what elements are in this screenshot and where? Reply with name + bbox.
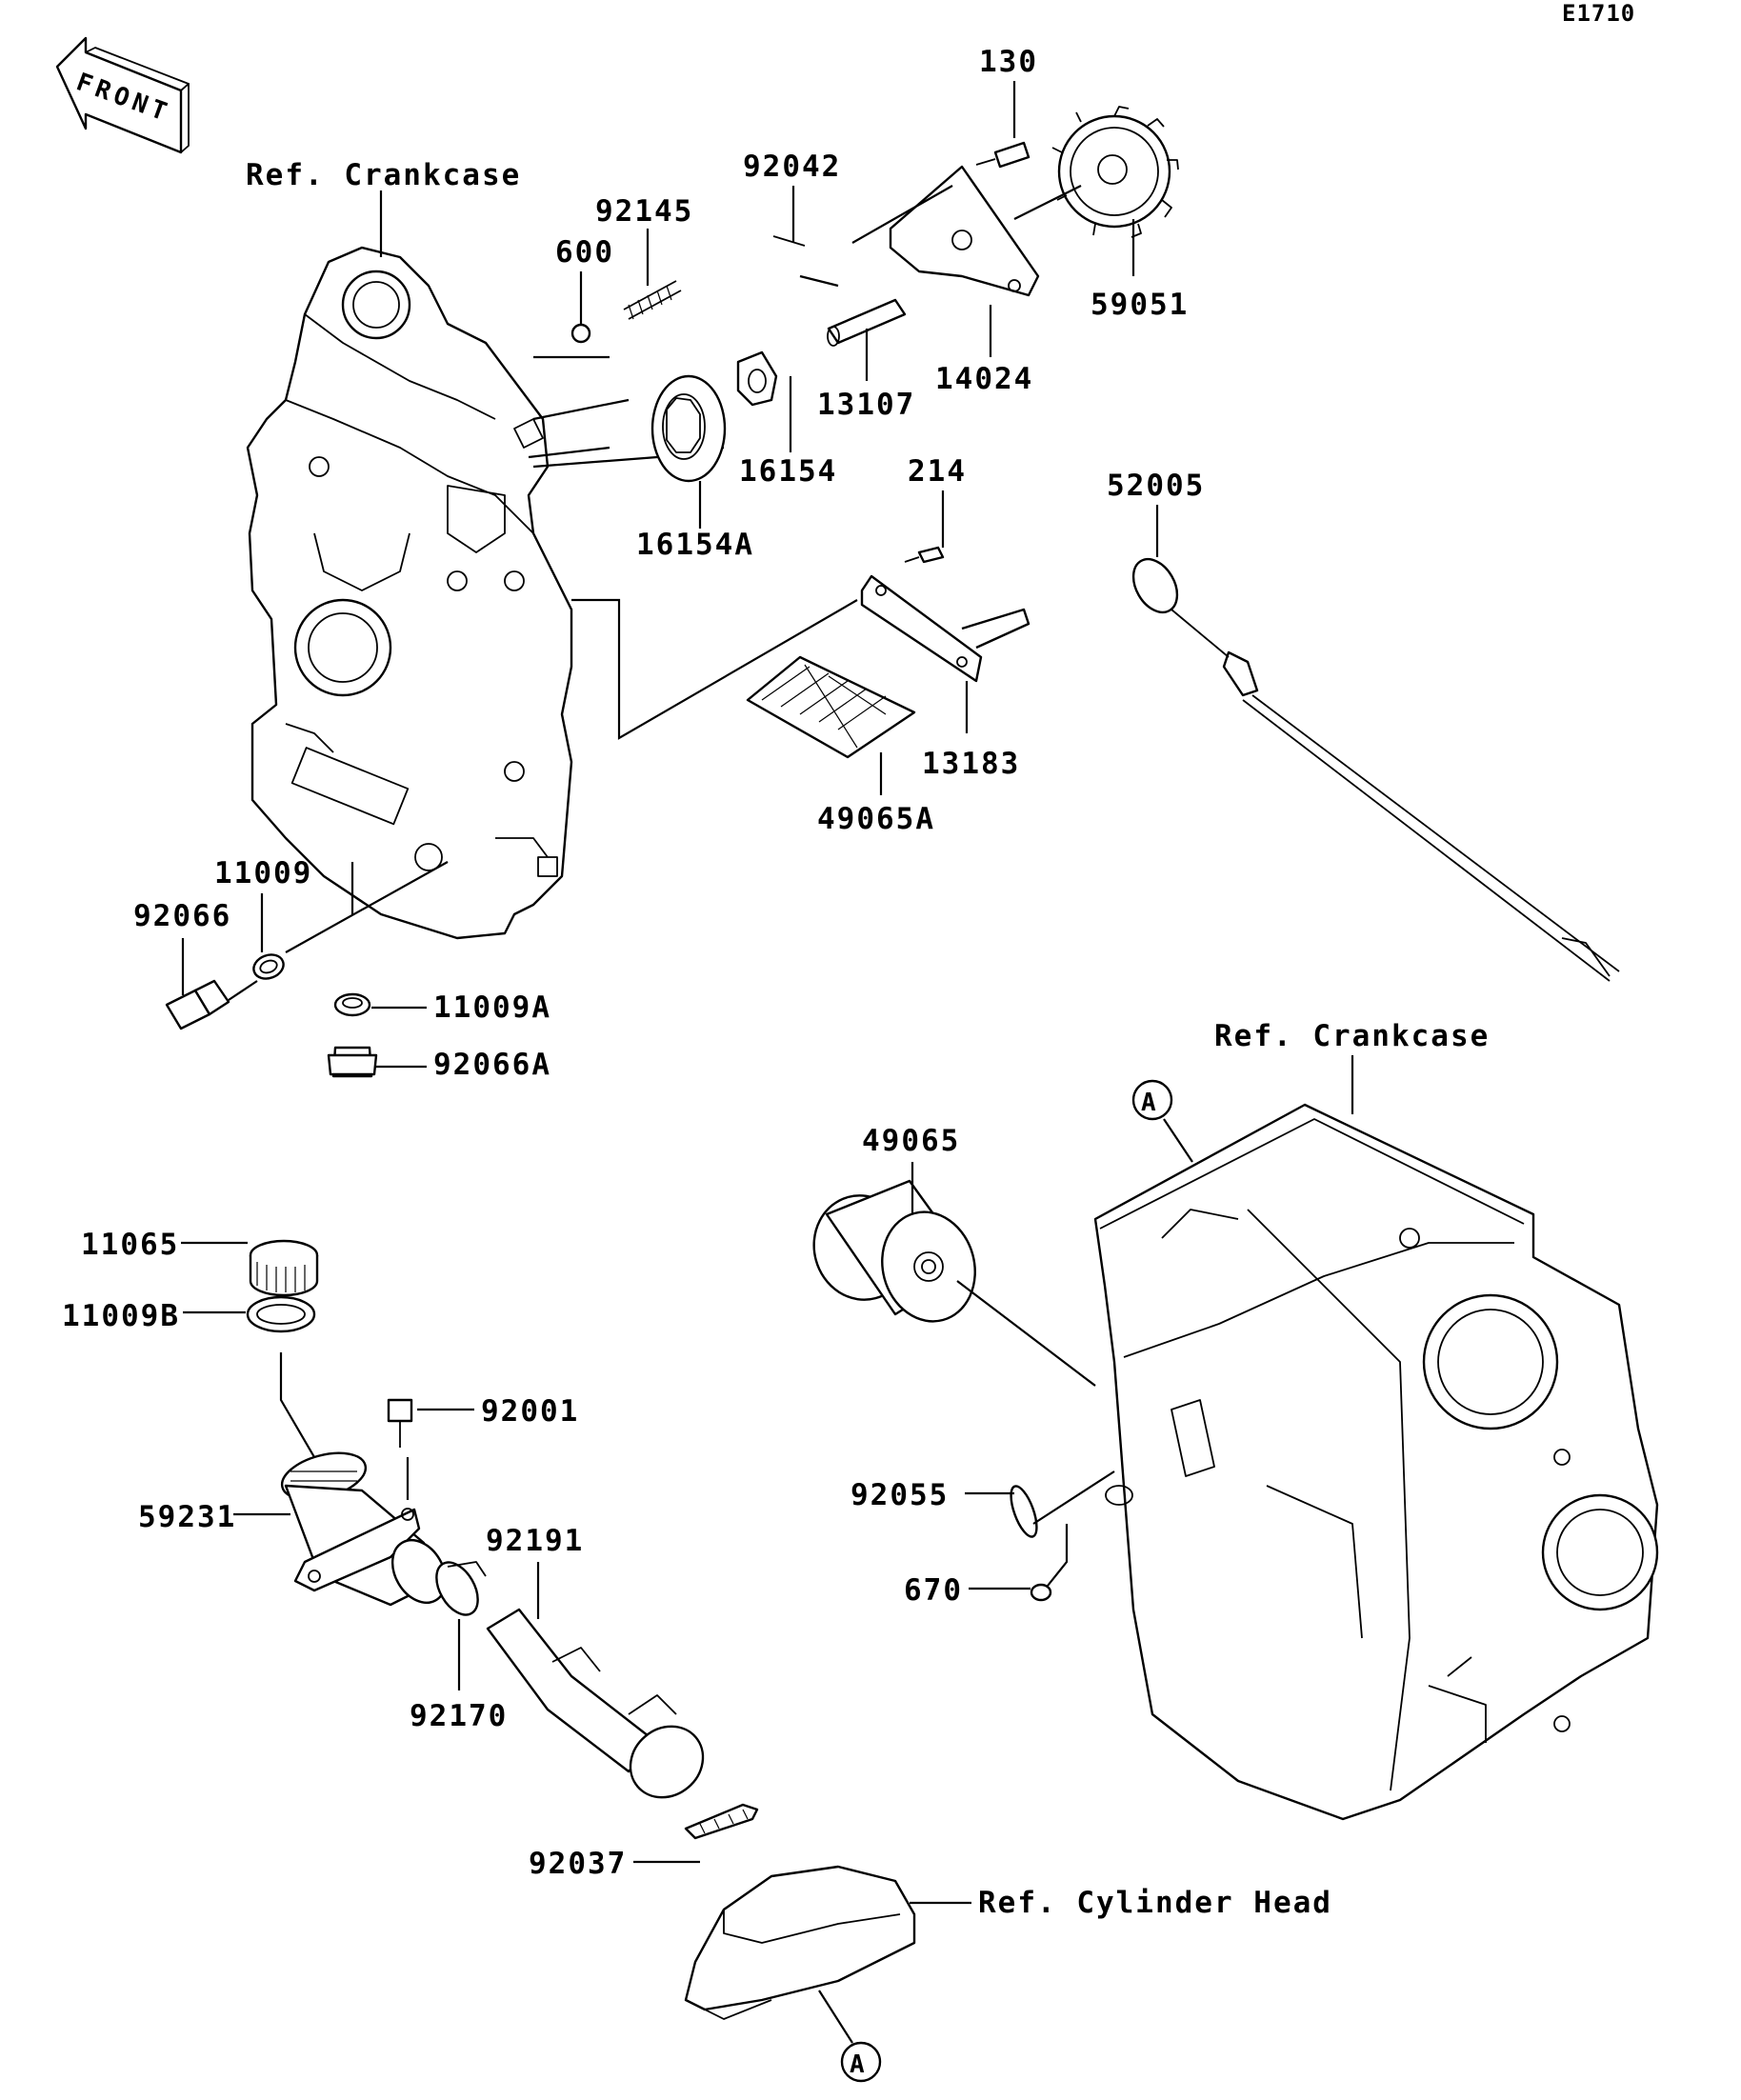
marker-a-right-label: A	[1141, 1089, 1158, 1117]
screen-92037	[684, 1803, 759, 1840]
part-11009A: 11009A	[433, 990, 551, 1025]
marker-a-right	[1131, 1079, 1173, 1121]
cover-plate-14024	[889, 165, 1040, 297]
gear-59051	[1051, 106, 1179, 238]
washer-11009A	[333, 992, 371, 1017]
hose-92191	[486, 1608, 705, 1799]
part-92037: 92037	[529, 1847, 627, 1881]
part-13107: 13107	[817, 388, 915, 422]
part-670: 670	[904, 1573, 963, 1608]
screw-214	[904, 546, 945, 564]
clamp-92170	[435, 1561, 487, 1616]
diagram-code: E1710	[1562, 0, 1635, 27]
ref-crankcase-right: Ref. Crankcase	[1214, 1019, 1490, 1053]
part-13183: 13183	[922, 747, 1020, 781]
part-16154A: 16154A	[636, 528, 754, 562]
strainer-49065A	[746, 655, 916, 759]
plug-92066	[165, 979, 230, 1030]
part-16154: 16154	[739, 454, 837, 489]
part-14024: 14024	[935, 362, 1033, 396]
shaft-13107	[827, 298, 907, 347]
part-52005: 52005	[1107, 469, 1205, 503]
part-11009: 11009	[214, 856, 312, 890]
front-arrow-icon: FRONT	[55, 36, 190, 154]
filler-neck-59231	[280, 1451, 448, 1607]
washer-11009	[252, 953, 285, 980]
crankcase-cover-drawing	[246, 246, 573, 940]
part-92191: 92191	[486, 1524, 584, 1558]
part-49065: 49065	[862, 1124, 960, 1158]
outer-rotor-16154A	[650, 374, 727, 483]
part-600: 600	[555, 235, 614, 270]
marker-a-bottom	[840, 2041, 882, 2083]
part-92170: 92170	[410, 1699, 508, 1733]
inner-rotor-16154	[736, 350, 778, 407]
part-214: 214	[908, 454, 967, 489]
part-130: 130	[979, 45, 1038, 79]
pin-92042	[772, 235, 806, 247]
part-11065: 11065	[81, 1228, 179, 1262]
part-92145: 92145	[595, 194, 693, 229]
crankcase-block-drawing	[1093, 1103, 1659, 1821]
part-49065A: 49065A	[817, 802, 935, 836]
part-92066A: 92066A	[433, 1048, 551, 1082]
spring-92145	[623, 280, 682, 320]
part-92066: 92066	[133, 899, 231, 933]
ref-crankcase-top: Ref. Crankcase	[246, 158, 521, 192]
bolt-130	[975, 141, 1031, 169]
ball-600	[570, 323, 591, 344]
part-92055: 92055	[850, 1478, 949, 1512]
part-11009B: 11009B	[62, 1299, 180, 1333]
part-59051: 59051	[1091, 288, 1189, 322]
marker-a-bottom-label: A	[850, 2050, 867, 2079]
plug-92066A	[327, 1046, 378, 1078]
cylinder-head-drawing	[684, 1865, 916, 2020]
part-92001: 92001	[481, 1394, 579, 1429]
oring-670	[1030, 1583, 1052, 1602]
gasket-11009B	[246, 1295, 316, 1333]
dipstick-52005	[1131, 557, 1620, 982]
oring-92055	[1010, 1485, 1038, 1538]
part-59231: 59231	[138, 1500, 236, 1534]
ref-cylinder-head: Ref. Cylinder Head	[978, 1886, 1332, 1920]
oil-filter-49065	[812, 1179, 976, 1323]
filler-cap-11065	[249, 1239, 319, 1297]
bolt-92001	[387, 1398, 413, 1448]
part-92042: 92042	[743, 150, 841, 184]
plate-13183	[860, 574, 1031, 683]
